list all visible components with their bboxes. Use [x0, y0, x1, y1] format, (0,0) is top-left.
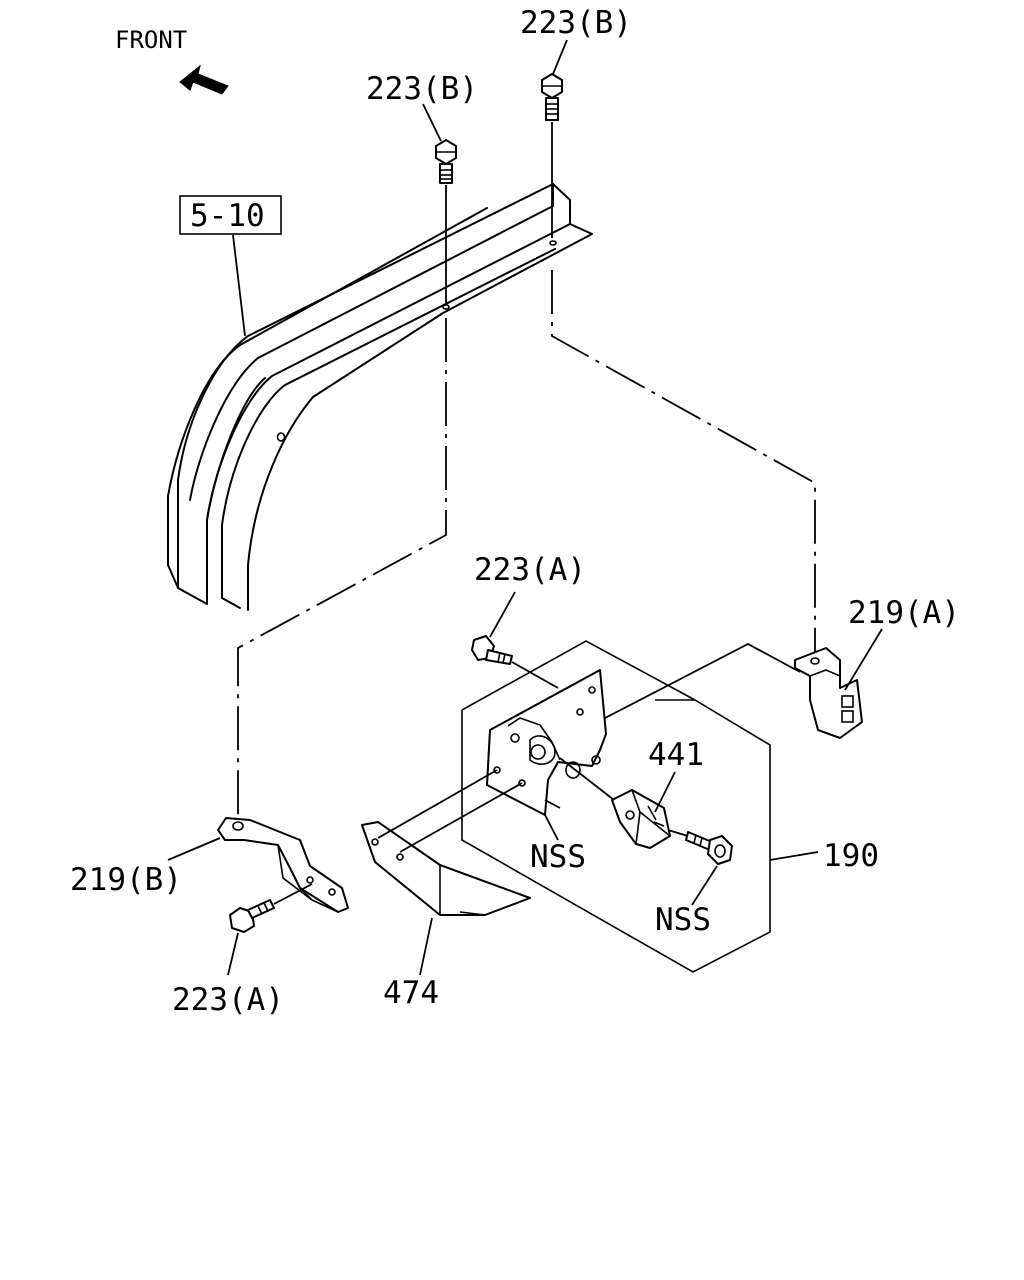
callout-441: 441: [648, 737, 704, 773]
bracket-219a[interactable]: [794, 647, 863, 739]
bolt-nss[interactable]: [685, 831, 733, 865]
callout-223b-right: 223(B): [520, 5, 632, 41]
callout-219a: 219(A): [848, 595, 960, 631]
part-441[interactable]: [611, 789, 671, 849]
leader-223b-left: [422, 103, 442, 142]
axis-223a-top: [511, 661, 559, 689]
bolt-223a-bottom[interactable]: [229, 899, 275, 933]
leader-223b-right: [552, 39, 568, 75]
callout-474: 474: [383, 975, 439, 1011]
leader-219a: [844, 628, 883, 691]
axis-hole-2: [399, 782, 523, 853]
axis-hole-1: [377, 769, 498, 839]
callout-223a-top: 223(A): [474, 552, 586, 588]
front-label: FRONT: [115, 26, 187, 54]
callout-219b: 219(B): [70, 862, 182, 898]
leader-nss-bracket: [544, 814, 559, 841]
callout-nss-bolt: NSS: [655, 902, 711, 938]
front-arrow-icon: [179, 64, 229, 95]
frame-member: [167, 183, 593, 611]
axis-441: [559, 757, 615, 801]
outline-190: [461, 699, 771, 973]
leader-474: [419, 917, 433, 976]
callout-190: 190: [823, 838, 879, 874]
axis-223a-bottom: [273, 883, 313, 905]
leader-nss-bolt: [691, 865, 718, 906]
bolt-223a-top[interactable]: [471, 635, 513, 665]
leader-190: [769, 851, 819, 861]
outline-190-top: [461, 640, 696, 711]
bracket-219b[interactable]: [217, 817, 349, 913]
ref-box-label: 5-10: [190, 198, 265, 234]
align-line-right: [551, 270, 816, 660]
align-line-219a: [604, 642, 801, 719]
align-line-left: [237, 318, 447, 822]
bolt-223b-left[interactable]: [435, 139, 457, 184]
ref-box-leader: [232, 234, 246, 337]
axis-nss-bolt: [667, 829, 689, 837]
callout-223a-bottom: 223(A): [172, 982, 284, 1018]
plate-474[interactable]: [361, 821, 531, 916]
bolt-223b-right[interactable]: [541, 73, 563, 121]
leader-223a-top: [489, 591, 516, 638]
leader-219b: [167, 837, 221, 861]
leader-223a-bottom: [227, 932, 239, 976]
ref-box-5-10[interactable]: 5-10: [179, 195, 282, 235]
callout-223b-left: 223(B): [366, 71, 478, 107]
leader-441: [654, 771, 676, 813]
callout-nss-bracket: NSS: [530, 839, 586, 875]
